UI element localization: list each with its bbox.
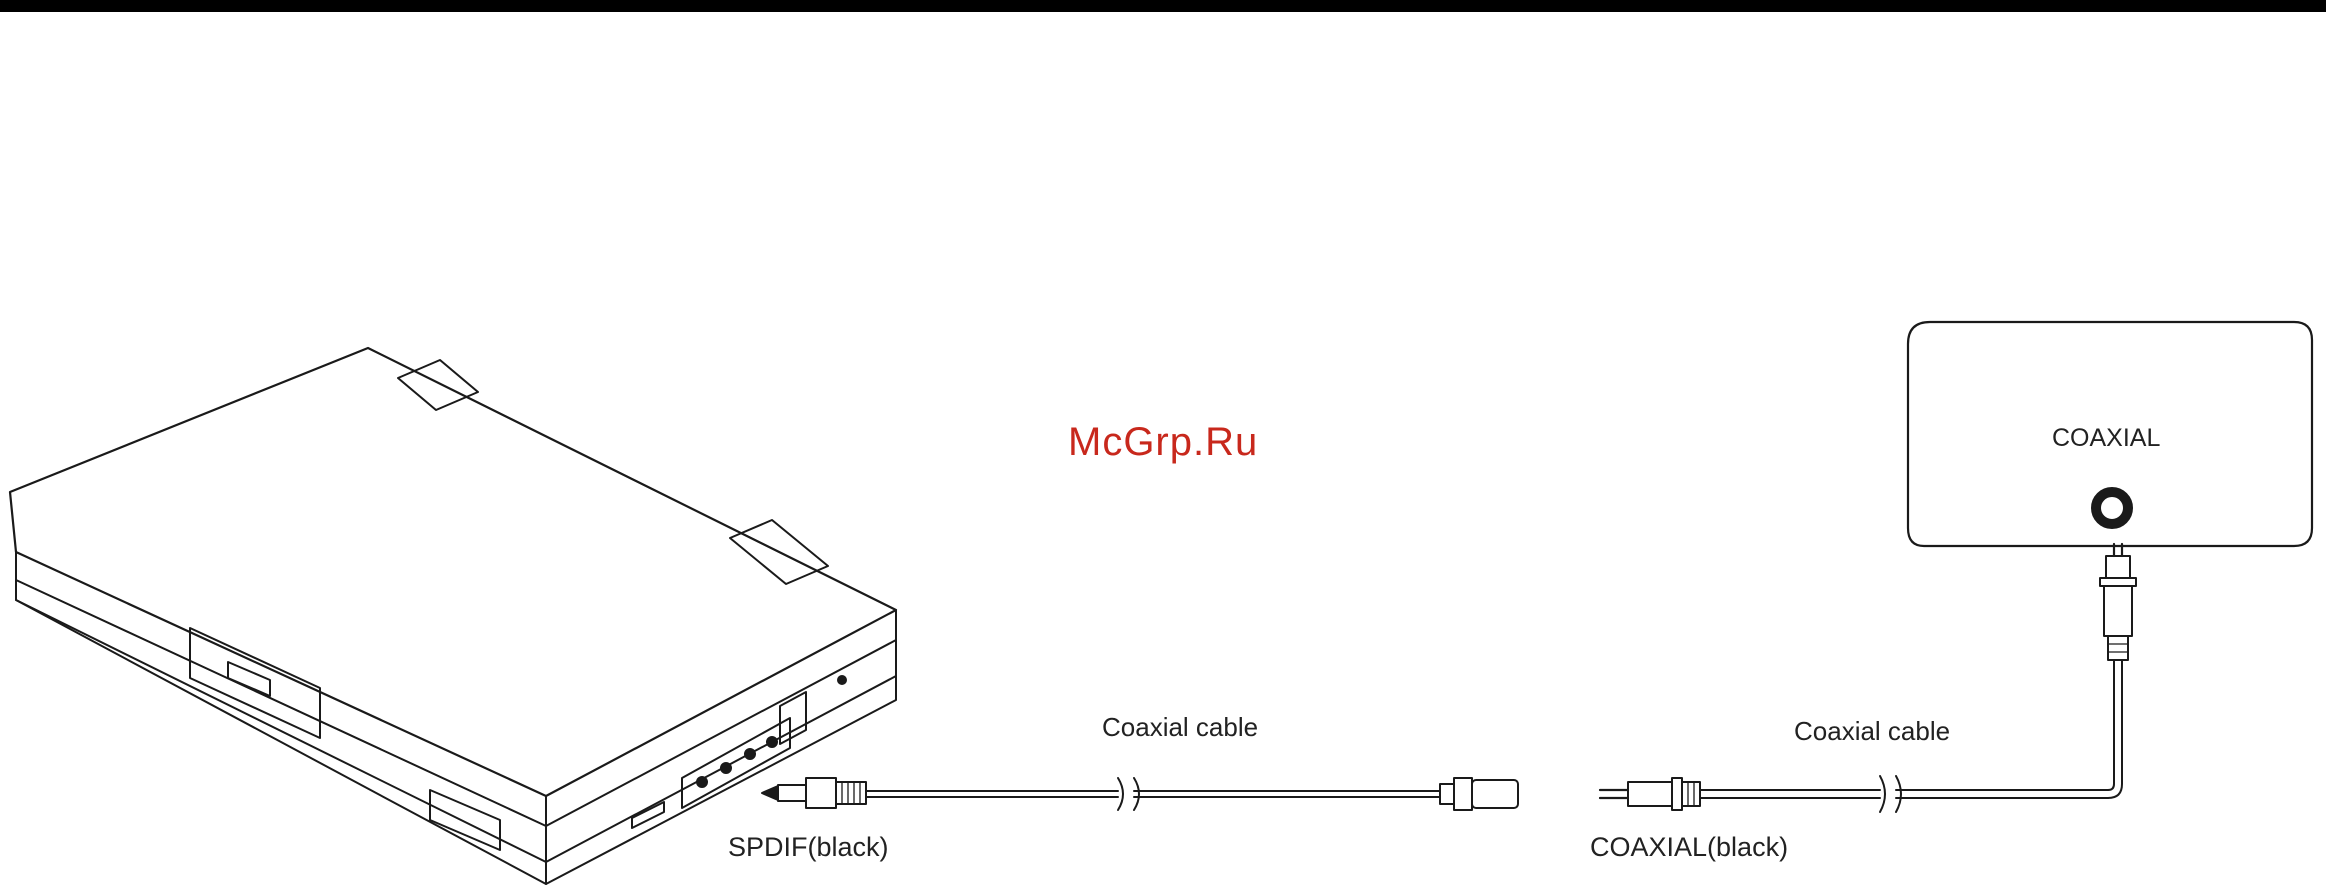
right-cable-label: Coaxial cable <box>1794 716 1950 747</box>
watermark: McGrp.Ru <box>1068 420 1258 465</box>
port-icon <box>721 763 731 773</box>
mini-jack-tip-icon <box>762 786 778 800</box>
right-coaxial-cable <box>1600 544 2136 812</box>
port-icon <box>697 777 707 787</box>
port-icon <box>767 737 777 747</box>
coaxial-jack-icon <box>2096 492 2128 524</box>
spdif-plug-label: SPDIF(black) <box>728 832 889 863</box>
left-cable-label: Coaxial cable <box>1102 712 1258 743</box>
coaxial-plug-label: COAXIAL(black) <box>1590 832 1788 863</box>
left-coaxial-cable <box>762 778 1518 810</box>
receiver-jack-label: COAXIAL <box>2052 424 2160 453</box>
hinge-left-icon <box>398 360 478 410</box>
port-icon <box>838 676 846 684</box>
laptop-illustration <box>10 348 896 884</box>
port-icon <box>745 749 755 759</box>
